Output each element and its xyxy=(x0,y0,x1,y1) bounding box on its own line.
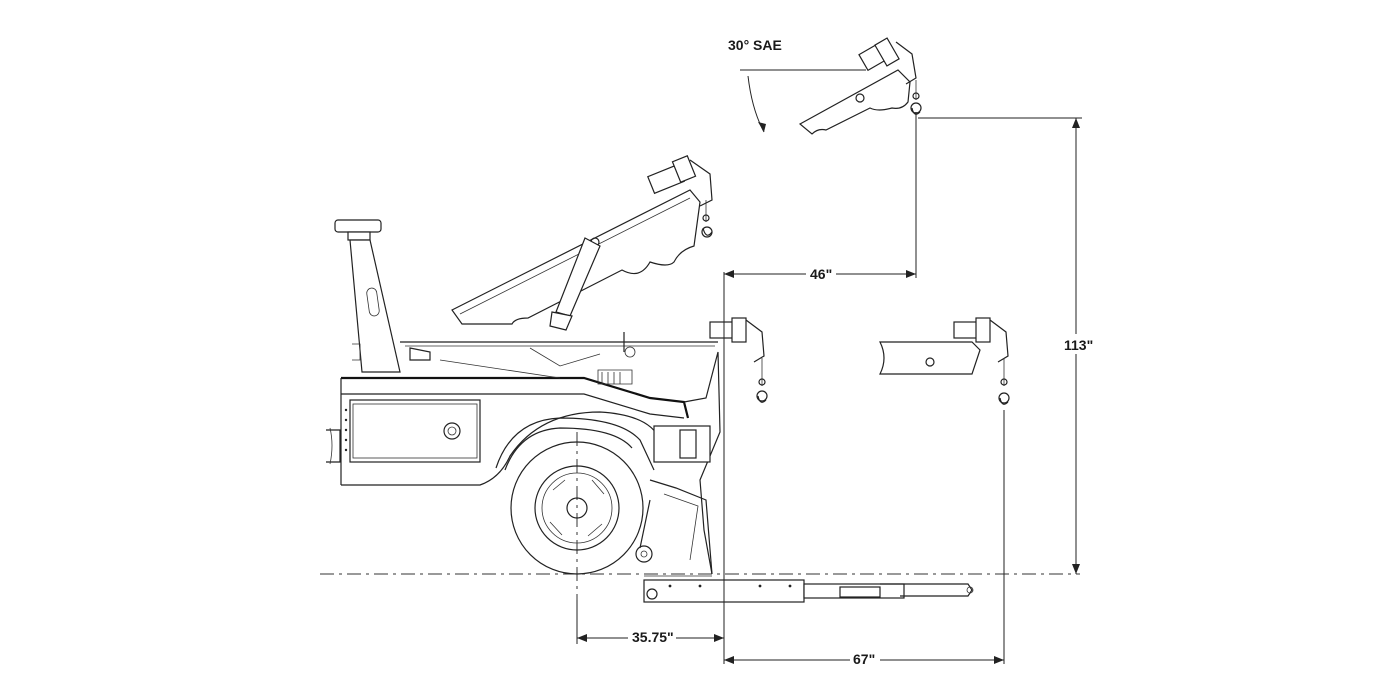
toolbox-latch xyxy=(443,422,461,440)
axle-dimension-3575: 35.75" xyxy=(576,300,725,664)
height-dimension-113: 113" xyxy=(918,117,1098,574)
underlift-reach-label: 67" xyxy=(853,651,875,667)
boom-extended xyxy=(879,317,1010,405)
truck-body xyxy=(326,376,690,486)
boom-retracted-hook-icon xyxy=(756,358,768,403)
boom-max-hook-icon xyxy=(910,80,922,115)
light-mast xyxy=(334,219,401,373)
boom-raised xyxy=(451,155,713,331)
angle-dimension: 30° SAE xyxy=(728,37,866,133)
boom-raised-winch xyxy=(647,155,713,207)
boom-extended-hook-icon xyxy=(998,358,1010,405)
toolbox-compartment xyxy=(344,399,481,463)
underlift-arm xyxy=(643,575,974,603)
boom-max-elevation xyxy=(798,37,922,135)
boom-max-winch xyxy=(858,37,917,85)
height-label: 113" xyxy=(1064,337,1093,353)
reach-dimension-46: 46" xyxy=(723,112,917,320)
wrecker-deck xyxy=(400,332,718,385)
angle-label: 30° SAE xyxy=(728,37,782,53)
axle-to-rear-label: 35.75" xyxy=(632,629,674,645)
boom-extended-winch xyxy=(953,317,1009,363)
boom-raised-hook-icon xyxy=(701,200,713,238)
boom-retracted xyxy=(709,317,768,403)
boom-retracted-winch xyxy=(709,317,765,363)
underlift-dimension-67: 67" xyxy=(724,410,1005,668)
reach-extended-label: 46" xyxy=(810,266,832,282)
rear-wheel xyxy=(510,441,644,575)
rear-body-column xyxy=(635,351,721,575)
